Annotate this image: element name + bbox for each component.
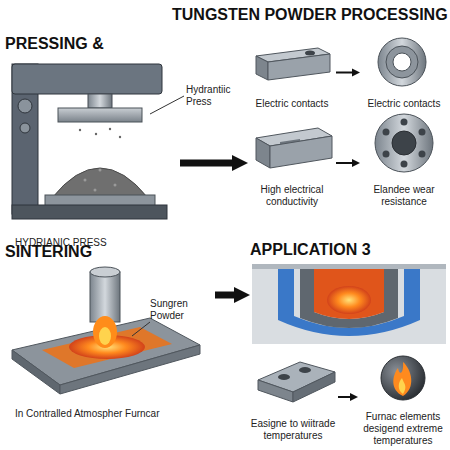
electrode xyxy=(90,272,120,322)
image-panel: Easigne to wiitrade temperatures xyxy=(248,352,338,442)
part-label: High electrical conductivity xyxy=(248,184,336,208)
caption-text: In Contralled Atmospher Furncar xyxy=(5,408,215,420)
flame xyxy=(399,378,406,394)
press-ram xyxy=(58,108,142,122)
part-label: Electric contacts xyxy=(360,98,448,110)
leader-line xyxy=(150,96,184,114)
crucible-block xyxy=(252,264,446,344)
bolt-hole xyxy=(401,161,408,168)
image-panel: PRESSING &HYDRIANIC PRESS xyxy=(5,34,180,249)
part-label: Elandee wear resistance xyxy=(360,184,448,208)
part-hole xyxy=(305,51,315,56)
ring-hole xyxy=(393,53,411,71)
image-panel: Electric contacts xyxy=(360,35,448,110)
press-cylinder xyxy=(88,94,112,108)
molten-metal xyxy=(314,268,384,319)
section-heading: SINTERING xyxy=(5,242,215,261)
crucible-wall xyxy=(300,264,398,328)
bolt-hole xyxy=(401,119,408,126)
flange-hole xyxy=(392,131,416,155)
part-label: Furnac elements desigend extreme tempera… xyxy=(358,411,448,447)
bolt-hole xyxy=(419,129,426,136)
crucible-top xyxy=(252,264,446,269)
press-arm xyxy=(12,64,162,94)
molten-glow xyxy=(327,286,371,314)
powder-grain xyxy=(99,169,102,172)
flame xyxy=(99,327,111,345)
part-front xyxy=(270,136,332,168)
electrode-top xyxy=(90,267,120,277)
flow-arrow xyxy=(215,292,234,299)
part-hole xyxy=(278,374,290,380)
flow-arrow xyxy=(336,72,352,74)
crucible-cooling xyxy=(278,264,420,336)
callout-label: Sungren Powder xyxy=(150,298,210,322)
section-heading: APPLICATION 3 xyxy=(250,240,448,259)
spray-dot xyxy=(95,133,97,135)
spray-dot xyxy=(119,136,121,138)
image-panel: Furnac elements desigend extreme tempera… xyxy=(358,352,448,447)
spray-dot xyxy=(79,129,81,131)
part-label: Easigne to wiitrade temperatures xyxy=(248,418,338,442)
image-panel: Electric contacts xyxy=(248,35,336,110)
powder-grain xyxy=(114,184,117,187)
flame xyxy=(393,362,411,396)
image-panel: SINTERING In Contralled Atmospher Furncar xyxy=(5,242,215,420)
bolt-hole xyxy=(419,151,426,158)
part-front xyxy=(293,372,335,402)
part-side xyxy=(256,138,270,168)
section-heading: PRESSING & xyxy=(5,34,180,53)
diagram-title: TUNGSTEN POWDER PROCESSING xyxy=(172,6,446,24)
image-panel: APPLICATION 3 xyxy=(250,240,448,348)
bolt-hole xyxy=(383,129,390,136)
furnace-element xyxy=(381,356,425,400)
bolt-hole xyxy=(383,151,390,158)
powder-pile xyxy=(52,168,148,198)
part-side xyxy=(258,380,293,402)
powder-grain xyxy=(94,189,97,192)
part-label: Electric contacts xyxy=(248,98,336,110)
leader-line xyxy=(132,322,150,336)
press-gear xyxy=(20,123,30,133)
press-gear xyxy=(18,99,32,113)
flow-arrow xyxy=(180,160,232,167)
flow-arrow xyxy=(336,162,352,164)
flame xyxy=(93,316,117,348)
callout-label: Hydrantiic Press xyxy=(186,84,244,108)
flange-part xyxy=(375,114,433,172)
furnace-plate xyxy=(12,350,60,394)
flow-arrow xyxy=(338,396,350,398)
image-panel: Elandee wear resistance xyxy=(360,112,448,208)
ring-part xyxy=(386,46,418,78)
part-hole xyxy=(299,367,311,373)
ring-part xyxy=(378,38,426,86)
press-base xyxy=(12,205,167,219)
part-front xyxy=(268,54,330,80)
spray-dot xyxy=(109,128,111,130)
powder-grain xyxy=(84,179,87,182)
part-side xyxy=(256,56,268,80)
image-panel: High electrical conductivity xyxy=(248,118,336,208)
